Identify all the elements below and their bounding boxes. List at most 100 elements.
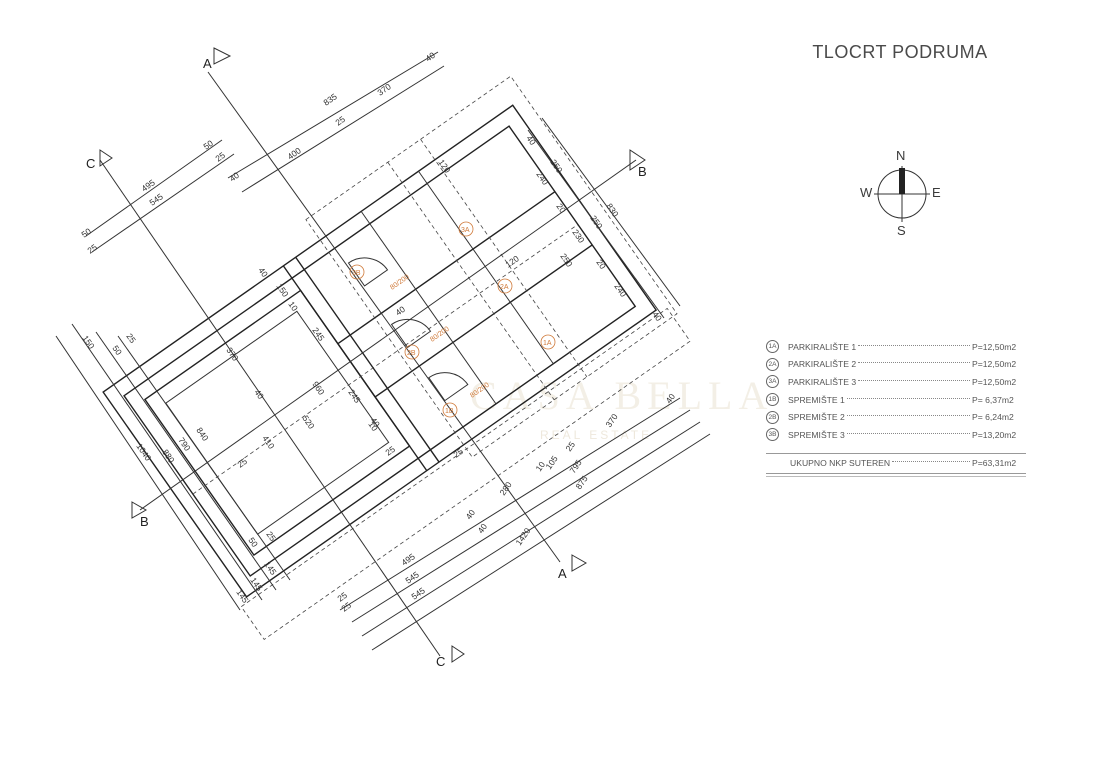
legend-total: UKUPNO NKP SUTEREN P=63,31m2 — [766, 454, 1026, 474]
svg-text:10: 10 — [286, 299, 300, 313]
compass-n: N — [896, 148, 906, 163]
legend-code: 2A — [766, 357, 779, 371]
svg-text:410: 410 — [260, 433, 276, 451]
watermark-sub: REAL ESTATE — [540, 428, 653, 442]
room-1a: 1A — [543, 340, 552, 347]
svg-text:25: 25 — [264, 529, 278, 543]
compass-icon — [874, 166, 930, 222]
svg-text:1420: 1420 — [513, 526, 532, 547]
svg-text:20: 20 — [554, 201, 568, 215]
svg-text:150: 150 — [274, 281, 290, 299]
svg-text:545: 545 — [147, 191, 165, 207]
svg-text:245: 245 — [310, 325, 326, 343]
room-2a: 2A — [500, 284, 509, 291]
svg-text:40: 40 — [393, 304, 407, 318]
legend-area: P=12,50m2 — [972, 359, 1017, 370]
legend-name: SPREMIŠTE 1 — [788, 394, 845, 405]
section-label-c-bottom: C — [436, 654, 445, 669]
building-outline — [102, 75, 691, 641]
svg-text:835: 835 — [321, 91, 339, 107]
legend-row: 3A PARKIRALIŠTE 3 P=12,50m2 — [766, 373, 1026, 391]
svg-text:40: 40 — [663, 391, 677, 405]
svg-text:545: 545 — [403, 569, 421, 585]
legend-name: PARKIRALIŠTE 2 — [788, 359, 857, 370]
svg-text:830: 830 — [604, 201, 620, 219]
door-label: 80/200 — [469, 382, 491, 400]
legend-area: P= 6,37m2 — [972, 394, 1014, 405]
compass: N S E W — [852, 146, 952, 238]
svg-text:25: 25 — [124, 331, 138, 345]
svg-text:545: 545 — [409, 585, 427, 601]
legend-row: 1B SPREMIŠTE 1 P= 6,37m2 — [766, 391, 1026, 409]
svg-text:25: 25 — [333, 114, 347, 128]
room-markers: 3A 2A 1A 3B 2B 1B — [349, 221, 556, 418]
area-legend: 1A PARKIRALIŠTE 1 P=12,50m2 2A PARKIRALI… — [766, 338, 1026, 477]
watermark-brand: CASA BELLA — [470, 373, 774, 418]
page-title: TLOCRT PODRUMA — [812, 42, 988, 62]
legend-name: PARKIRALIŠTE 1 — [788, 341, 857, 352]
legend-row: 2A PARKIRALIŠTE 2 P=12,50m2 — [766, 356, 1026, 374]
svg-text:40: 40 — [475, 521, 489, 535]
svg-text:120: 120 — [436, 157, 452, 175]
svg-text:20: 20 — [594, 257, 608, 271]
room-3b: 3B — [352, 270, 361, 277]
svg-text:120: 120 — [503, 253, 521, 269]
legend-name: PARKIRALIŠTE 3 — [788, 376, 857, 387]
svg-text:495: 495 — [399, 551, 417, 567]
room-3a: 3A — [461, 227, 470, 234]
svg-text:520: 520 — [300, 413, 316, 431]
legend-code: 2B — [766, 410, 779, 424]
svg-text:145: 145 — [234, 587, 250, 605]
legend-area: P=13,20m2 — [972, 429, 1017, 440]
legend-row: 1A PARKIRALIŠTE 1 P=12,50m2 — [766, 338, 1026, 356]
svg-text:40: 40 — [650, 309, 664, 323]
legend-total-label: UKUPNO NKP SUTEREN — [790, 458, 891, 469]
legend-code: 3A — [766, 375, 779, 389]
legend-area: P= 6,24m2 — [972, 412, 1014, 423]
dimension-lines — [55, 51, 711, 651]
legend-code: 1B — [766, 393, 779, 407]
section-label-b-left: B — [140, 514, 149, 529]
svg-text:145: 145 — [248, 575, 264, 593]
section-label-b-right: B — [638, 164, 647, 179]
svg-text:795: 795 — [567, 458, 583, 476]
svg-text:25: 25 — [235, 456, 249, 470]
svg-text:370: 370 — [603, 412, 619, 430]
svg-text:25: 25 — [213, 150, 227, 164]
svg-text:25: 25 — [563, 439, 577, 453]
svg-text:25: 25 — [85, 242, 99, 256]
svg-text:25: 25 — [451, 446, 465, 460]
svg-text:400: 400 — [285, 145, 303, 161]
floor-plan: .ln { stroke: #333; stroke-width: 1; fil… — [55, 47, 711, 669]
section-label-c-top: C — [86, 156, 95, 171]
svg-text:40: 40 — [524, 133, 538, 147]
legend-code: 1A — [766, 340, 779, 354]
svg-text:230: 230 — [570, 227, 586, 245]
legend-row: 3B SPREMIŠTE 3 P=13,20m2 — [766, 426, 1026, 444]
section-label-a-bottom: A — [558, 566, 567, 581]
legend-code: 3B — [766, 428, 779, 442]
svg-text:840: 840 — [194, 425, 210, 443]
svg-text:105: 105 — [543, 454, 559, 472]
legend-area: P=12,50m2 — [972, 341, 1017, 352]
svg-text:875: 875 — [573, 474, 589, 492]
legend-total-area: P=63,31m2 — [972, 458, 1017, 469]
svg-text:495: 495 — [139, 177, 157, 193]
legend-row: 2B SPREMIŠTE 2 P= 6,24m2 — [766, 408, 1026, 426]
svg-text:960: 960 — [310, 379, 326, 397]
room-1b: 1B — [445, 408, 454, 415]
compass-w: W — [860, 185, 873, 200]
svg-text:370: 370 — [375, 81, 393, 97]
compass-e: E — [932, 185, 941, 200]
room-2b: 2B — [407, 350, 416, 357]
svg-text:240: 240 — [612, 281, 628, 299]
svg-text:240: 240 — [534, 169, 550, 187]
svg-text:50: 50 — [201, 138, 215, 152]
svg-text:40: 40 — [463, 507, 477, 521]
legend-area: P=12,50m2 — [972, 376, 1017, 387]
svg-text:50: 50 — [79, 226, 93, 240]
svg-text:40: 40 — [423, 50, 437, 64]
door-label: 80/200 — [389, 274, 411, 292]
section-lines — [99, 47, 646, 663]
dimension-texts: 835 400 370 40 25 40 495 545 50 25 50 25… — [79, 50, 677, 614]
